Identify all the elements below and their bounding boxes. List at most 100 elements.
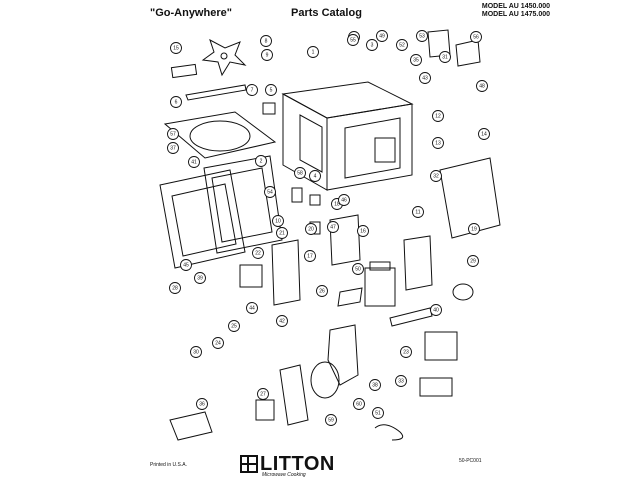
callout-number: 55 [350, 37, 356, 43]
callout-4: 4 [309, 170, 321, 182]
callout-45: 45 [180, 259, 192, 271]
callout-circle [396, 39, 408, 51]
callout-23: 23 [400, 346, 412, 358]
callout-3: 3 [366, 39, 378, 51]
callout-circle [294, 167, 306, 179]
callout-number: 42 [279, 318, 285, 324]
mount-bracket [389, 307, 433, 327]
callout-39: 39 [194, 272, 206, 284]
callout-56: 56 [470, 31, 482, 43]
callout-52: 52 [396, 39, 408, 51]
callout-circle [338, 194, 350, 206]
callout-circle [180, 259, 192, 271]
callout-circle [432, 137, 444, 149]
callout-number: 1 [312, 49, 315, 55]
callout-circle [376, 30, 388, 42]
latch [291, 187, 303, 203]
callout-37: 37 [167, 142, 179, 154]
printed-note: Printed in U.S.A. [150, 462, 187, 468]
callout-number: 11 [415, 209, 420, 215]
callout-1: 1 [307, 46, 319, 58]
callout-number: 54 [267, 189, 273, 195]
callout-circle [188, 156, 200, 168]
callout-circle [369, 379, 381, 391]
callout-number: 56 [473, 34, 479, 40]
callout-2: 2 [255, 155, 267, 167]
callout-number: 12 [435, 113, 441, 119]
callout-21: 21 [276, 227, 288, 239]
callout-13: 13 [432, 137, 444, 149]
callout-circle [395, 375, 407, 387]
callout-number: 44 [249, 305, 255, 311]
brand-logo: LITTON [240, 453, 335, 475]
callout-number: 3 [371, 42, 374, 48]
brand-subtitle: Microwave Cooking [262, 472, 306, 478]
callout-circle [309, 170, 321, 182]
callout-number: 24 [215, 340, 221, 346]
cabinet-cover-plate [439, 157, 501, 239]
callout-55: 55 [347, 34, 359, 46]
callout-number: 22 [255, 250, 261, 256]
callout-number: 9 [266, 52, 269, 58]
callout-28: 28 [169, 282, 181, 294]
callout-number: 18 [334, 201, 340, 207]
callout-number: 7 [251, 87, 254, 93]
callout-circle [357, 225, 369, 237]
transformer [364, 261, 396, 307]
callout-6: 6 [170, 96, 182, 108]
callout-circle [366, 39, 378, 51]
callout-number: 45 [183, 262, 189, 268]
callout-circle [190, 346, 202, 358]
brand-name: LITTON [260, 453, 335, 475]
switch-a [309, 194, 321, 206]
callout-number: 48 [479, 83, 485, 89]
callout-30: 30 [190, 346, 202, 358]
callout-15: 15 [170, 42, 182, 54]
callout-54: 54 [264, 186, 276, 198]
callout-number: 51 [375, 410, 381, 416]
turntable-tray [163, 111, 277, 159]
circuit-board [329, 214, 361, 266]
capacitor [452, 283, 474, 301]
catalog-series-title: "Go-Anywhere" [150, 7, 232, 19]
callout-circle [305, 223, 317, 235]
callout-number: 26 [319, 288, 325, 294]
callout-circle [252, 247, 264, 259]
callout-circle [264, 186, 276, 198]
callout-59: 59 [325, 414, 337, 426]
callout-number: 32 [433, 173, 439, 179]
callout-50: 50 [352, 263, 364, 275]
callout-7: 7 [246, 84, 258, 96]
callout-number: 30 [193, 349, 199, 355]
fan-motor [424, 331, 458, 361]
callout-9: 9 [261, 49, 273, 61]
callout-circle [470, 31, 482, 43]
callout-number: 37 [170, 145, 176, 151]
control-panel [271, 239, 301, 306]
callout-circle [276, 315, 288, 327]
callout-circle [265, 84, 277, 96]
wire-harness [374, 424, 404, 441]
callout-circle [257, 388, 269, 400]
callout-circle [412, 206, 424, 218]
callout-17: 17 [304, 250, 316, 262]
callout-number: 2 [260, 158, 263, 164]
callout-number: 38 [372, 382, 378, 388]
callout-circle [325, 414, 337, 426]
callout-57: 57 [167, 128, 179, 140]
callout-number: 14 [481, 131, 487, 137]
callout-number: 47 [330, 224, 336, 230]
callout-circle [170, 96, 182, 108]
callout-circle [246, 84, 258, 96]
callout-12: 12 [432, 110, 444, 122]
callout-circle [410, 54, 422, 66]
fan-blade [201, 38, 247, 77]
callout-number: 46 [341, 197, 347, 203]
shield-plate [337, 287, 363, 307]
callout-circle [272, 215, 284, 227]
callout-circle [260, 35, 272, 47]
callout-number: 52 [399, 42, 405, 48]
callout-36: 36 [196, 398, 208, 410]
callout-number: 25 [231, 323, 237, 329]
